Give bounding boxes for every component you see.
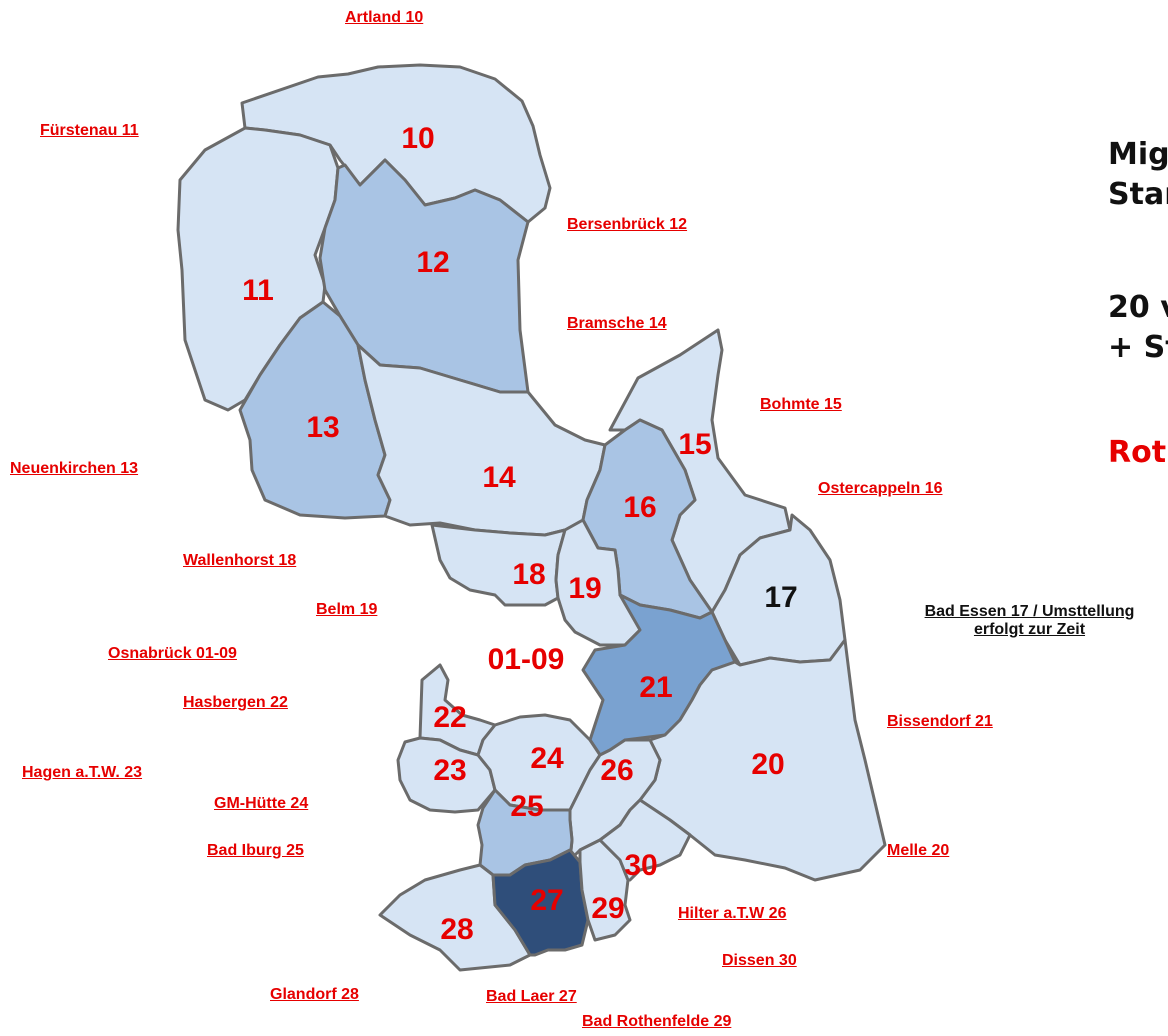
region-label-14: 14: [482, 461, 516, 494]
link-gmhuette[interactable]: GM-Hütte 24: [214, 795, 309, 812]
region-23[interactable]: [396, 736, 497, 814]
region-label-17: 17: [764, 581, 797, 614]
region-20[interactable]: [638, 638, 887, 882]
link-wallenhorst[interactable]: Wallenhorst 18: [183, 552, 297, 569]
link-dissen[interactable]: Dissen 30: [722, 952, 797, 969]
side-text-line5: Rot: [1108, 435, 1167, 470]
region-label-29: 29: [591, 892, 624, 925]
region-label-19: 19: [568, 572, 601, 605]
region-label-0109: 01-09: [488, 643, 565, 676]
link-bohmte[interactable]: Bohmte 15: [760, 396, 842, 413]
link-belm[interactable]: Belm 19: [316, 601, 378, 618]
link-bissendorf[interactable]: Bissendorf 21: [887, 713, 993, 730]
region-label-28: 28: [440, 913, 473, 946]
side-text-line4: + St: [1108, 330, 1168, 365]
region-27[interactable]: [491, 848, 590, 957]
region-label-16: 16: [623, 491, 656, 524]
region-label-13: 13: [306, 411, 339, 444]
region-label-24: 24: [530, 742, 564, 775]
link-hagen[interactable]: Hagen a.T.W. 23: [22, 764, 143, 781]
link-bersenbrueck[interactable]: Bersenbrück 12: [567, 216, 688, 233]
region-30[interactable]: [598, 798, 692, 882]
side-text-line1: Mig: [1108, 137, 1168, 172]
region-label-11: 11: [242, 274, 274, 307]
side-text-line3: 20 v: [1108, 290, 1168, 325]
region-label-27: 27: [530, 884, 563, 917]
region-label-22: 22: [433, 701, 466, 734]
link-badiburg[interactable]: Bad Iburg 25: [207, 842, 304, 859]
link-hilter[interactable]: Hilter a.T.W 26: [678, 905, 787, 922]
region-29[interactable]: [578, 838, 632, 942]
link-osnabrueck[interactable]: Osnabrück 01-09: [108, 645, 237, 662]
region-12[interactable]: [318, 158, 530, 394]
bad-essen-note-line2: erfolgt zur Zeit: [973, 621, 1086, 638]
region-label-21: 21: [639, 671, 672, 704]
link-fuerstenau[interactable]: Fürstenau 11: [40, 122, 139, 139]
side-text-line2: Star: [1108, 177, 1168, 212]
link-melle[interactable]: Melle 20: [887, 842, 950, 859]
region-label-18: 18: [512, 558, 545, 591]
region-label-25: 25: [510, 790, 543, 823]
link-ostercappeln[interactable]: Ostercappeln 16: [818, 480, 943, 497]
region-label-23: 23: [433, 754, 466, 787]
region-label-10: 10: [401, 122, 434, 155]
region-label-30: 30: [624, 849, 657, 882]
region-label-15: 15: [678, 428, 711, 461]
link-bramsche[interactable]: Bramsche 14: [567, 315, 667, 332]
link-artland[interactable]: Artland 10: [345, 9, 424, 26]
bad-essen-note-line1: Bad Essen 17 / Umsttellung: [924, 603, 1135, 620]
region-label-26: 26: [600, 754, 633, 787]
link-badlaer[interactable]: Bad Laer 27: [486, 988, 577, 1005]
link-badrothenfelde[interactable]: Bad Rothenfelde 29: [582, 1013, 732, 1030]
region-label-12: 12: [416, 246, 449, 279]
region-label-20: 20: [751, 748, 784, 781]
bad-essen-note: Bad Essen 17 / Umsttellung erfolgt zur Z…: [887, 603, 1168, 639]
link-hasbergen[interactable]: Hasbergen 22: [183, 694, 288, 711]
link-neuenkirchen[interactable]: Neuenkirchen 13: [10, 460, 139, 477]
link-glandorf[interactable]: Glandorf 28: [270, 986, 359, 1003]
